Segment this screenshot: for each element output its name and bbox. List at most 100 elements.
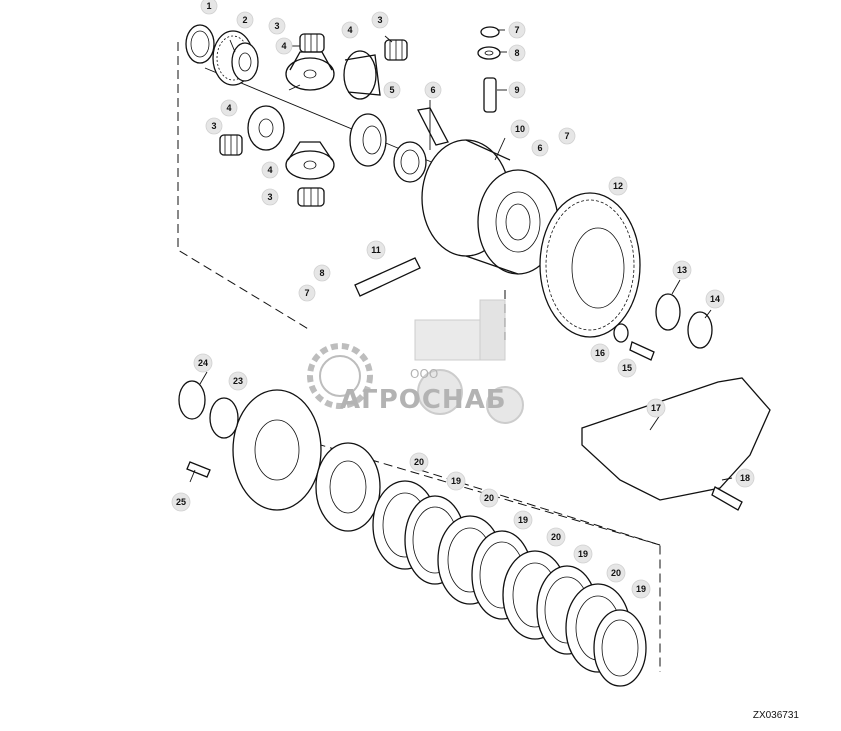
callout-5: 5: [383, 81, 401, 99]
svg-text:19: 19: [451, 476, 461, 486]
callout-2: 2: [236, 11, 254, 29]
part-thrust-washer-1: [185, 24, 215, 64]
part-pinion-bushing-3c: [219, 134, 243, 156]
part-cap-7: [480, 26, 500, 38]
svg-text:8: 8: [319, 268, 324, 278]
part-washer-16: [613, 323, 629, 343]
callout-7c: 7: [298, 284, 316, 302]
svg-text:12: 12: [613, 181, 623, 191]
part-thrust-washer-right: [393, 141, 427, 183]
svg-text:19: 19: [636, 584, 646, 594]
svg-text:7: 7: [564, 131, 569, 141]
callout-23: 23: [228, 371, 248, 391]
part-bearing-cone-24: [178, 380, 206, 420]
svg-text:24: 24: [198, 358, 208, 368]
part-bevel-pinion-4b: [343, 50, 381, 100]
part-bearing-cup-23: [209, 397, 239, 439]
callout-19c: 19: [573, 544, 593, 564]
svg-text:4: 4: [281, 41, 286, 51]
part-bolt-18: [711, 486, 743, 511]
svg-text:19: 19: [518, 515, 528, 525]
svg-text:3: 3: [274, 21, 279, 31]
svg-text:4: 4: [347, 25, 352, 35]
svg-text:3: 3: [377, 15, 382, 25]
callout-4c: 4: [220, 99, 238, 117]
part-pinion-bushing-3a: [299, 33, 325, 53]
callout-20b: 20: [479, 488, 499, 508]
svg-text:13: 13: [677, 265, 687, 275]
part-pin-6: [417, 107, 449, 146]
callout-3d: 3: [261, 188, 279, 206]
part-bevel-pinion-4c: [247, 105, 285, 151]
svg-text:7: 7: [304, 288, 309, 298]
part-bevel-pinion-4a: [285, 51, 335, 91]
svg-text:3: 3: [211, 121, 216, 131]
agrosnab-watermark: ООО АГРОСНАБ: [307, 299, 524, 424]
callout-19b: 19: [513, 510, 533, 530]
callout-8a: 8: [508, 44, 526, 62]
callout-10: 10: [510, 119, 530, 139]
callout-7a: 7: [508, 21, 526, 39]
part-brake-piston: [315, 442, 381, 532]
callout-20a: 20: [409, 452, 429, 472]
callout-15: 15: [617, 358, 637, 378]
part-washer-8: [477, 46, 501, 60]
svg-text:17: 17: [651, 403, 661, 413]
part-side-gear-2: [212, 30, 259, 86]
svg-text:8: 8: [514, 48, 519, 58]
callout-8b: 8: [313, 264, 331, 282]
part-side-gear-5: [349, 113, 387, 167]
callout-13: 13: [672, 260, 692, 280]
svg-text:7: 7: [514, 25, 519, 35]
part-pin-9: [483, 77, 497, 113]
svg-text:5: 5: [389, 85, 394, 95]
callout-19d: 19: [631, 579, 651, 599]
part-brake-housing: [232, 389, 322, 511]
svg-text:19: 19: [578, 549, 588, 559]
callout-25: 25: [171, 492, 191, 512]
callout-1: 1: [200, 0, 218, 15]
callout-19a: 19: [446, 471, 466, 491]
svg-text:2: 2: [242, 15, 247, 25]
callout-3c: 3: [205, 117, 223, 135]
svg-text:6: 6: [430, 85, 435, 95]
part-ring-gear-12: [539, 192, 641, 338]
part-cross-shaft-11: [354, 257, 421, 297]
svg-text:18: 18: [740, 473, 750, 483]
part-bearing-cone-14: [687, 311, 713, 349]
part-bevel-pinion-4d: [285, 141, 335, 180]
callout-7b: 7: [558, 127, 576, 145]
part-separator-plate-19d: [593, 609, 647, 687]
part-bolt-15: [629, 341, 655, 361]
svg-text:20: 20: [484, 493, 494, 503]
svg-text:16: 16: [595, 348, 605, 358]
callout-6: 6: [424, 81, 442, 99]
callout-3b: 3: [371, 11, 389, 29]
svg-text:10: 10: [515, 124, 525, 134]
callout-6b: 6: [531, 139, 549, 157]
svg-text:23: 23: [233, 376, 243, 386]
callout-18: 18: [735, 468, 755, 488]
part-pinion-bushing-3b: [384, 39, 408, 61]
watermark-company-name: АГРОСНАБ: [340, 385, 507, 415]
callout-4a: 4: [275, 37, 293, 55]
callout-12: 12: [608, 176, 628, 196]
svg-text:20: 20: [611, 568, 621, 578]
callout-3a: 3: [268, 17, 286, 35]
callout-11: 11: [366, 240, 386, 260]
svg-text:4: 4: [267, 165, 272, 175]
svg-text:9: 9: [514, 85, 519, 95]
callout-24: 24: [193, 353, 213, 373]
svg-text:3: 3: [267, 192, 272, 202]
svg-text:4: 4: [226, 103, 231, 113]
part-pinion-bushing-3d: [297, 187, 325, 207]
callout-20c: 20: [546, 527, 566, 547]
callout-4d: 4: [261, 161, 279, 179]
part-shield-17: [581, 377, 771, 501]
watermark-prefix: ООО: [410, 367, 438, 381]
callout-4b: 4: [341, 21, 359, 39]
svg-text:15: 15: [622, 363, 632, 373]
part-differential-housing-10: [421, 139, 559, 275]
callout-14: 14: [705, 289, 725, 309]
